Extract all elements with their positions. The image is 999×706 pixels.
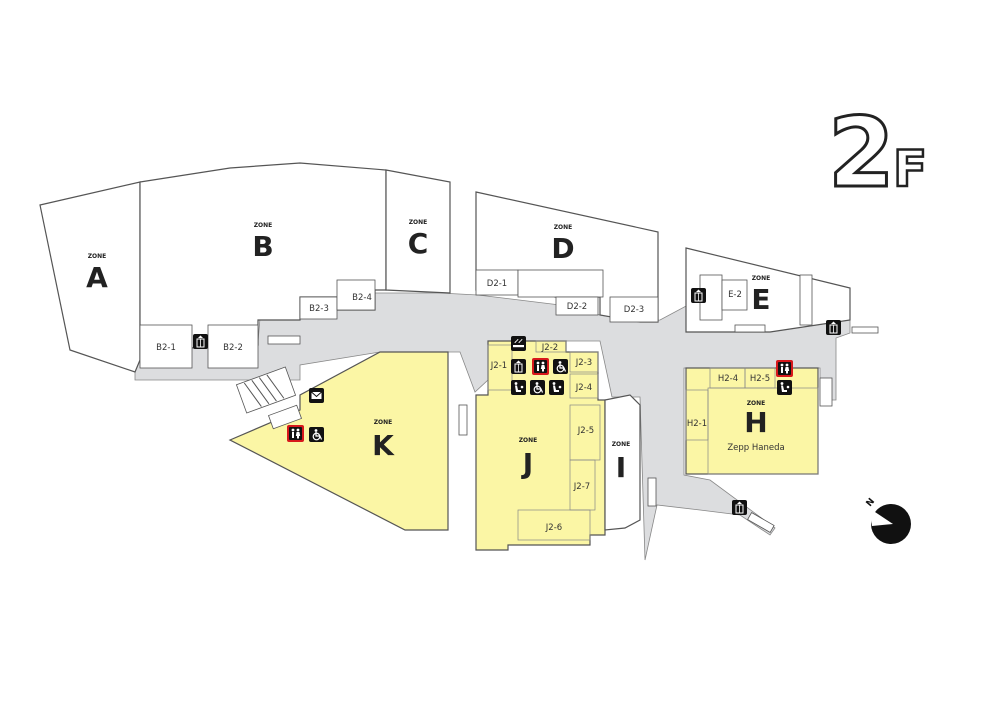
- zone-d[interactable]: [475, 191, 659, 323]
- unit-e-2[interactable]: [721, 279, 748, 311]
- elevator-icon[interactable]: [192, 333, 209, 350]
- label-h2-1: H2-1: [687, 419, 707, 429]
- unit-j2-4[interactable]: [569, 373, 599, 399]
- zone-k-letter: K: [372, 429, 395, 462]
- label-e-2: E-2: [728, 290, 742, 300]
- zone-j-letter: J: [521, 447, 533, 480]
- zepp-haneda-hall[interactable]: [707, 387, 819, 475]
- label-j2-6: J2-6: [545, 523, 562, 533]
- zone-b-caption: ZONE: [254, 222, 273, 229]
- unit-j2-6[interactable]: [517, 509, 591, 541]
- label-j2-7: J2-7: [573, 482, 590, 492]
- zone-a-caption: ZONE: [88, 253, 107, 260]
- compass: N: [865, 497, 911, 544]
- label-b2-1: B2-1: [156, 343, 176, 353]
- zone-k[interactable]: [228, 351, 449, 531]
- floor-number: 2: [828, 97, 895, 209]
- label-b2-3: B2-3: [309, 304, 329, 314]
- restroom-icon[interactable]: [776, 360, 793, 377]
- zone-labels: ZONE A ZONE B ZONE C ZONE D ZONE E ZONE …: [86, 219, 785, 484]
- label-h2-4: H2-4: [718, 374, 738, 384]
- mail-icon[interactable]: [308, 387, 325, 404]
- zone-j[interactable]: [475, 340, 606, 551]
- label-d2-3: D2-3: [624, 305, 644, 315]
- zone-i[interactable]: [604, 394, 641, 531]
- unit-b2-2[interactable]: [207, 324, 259, 369]
- zone-a[interactable]: [39, 181, 141, 373]
- label-j2-1: J2-1: [490, 361, 507, 371]
- unit-b2-4[interactable]: [336, 279, 376, 311]
- zone-c-letter: C: [408, 227, 429, 260]
- unit-d2-2[interactable]: [555, 296, 599, 316]
- venue-label: Zepp Haneda: [727, 443, 784, 453]
- unit-j2-2[interactable]: [535, 340, 567, 353]
- wheelchair-icon[interactable]: [552, 358, 569, 375]
- unit-j2-3[interactable]: [569, 351, 599, 373]
- unit-b2-1[interactable]: [139, 324, 193, 369]
- zone-e[interactable]: [685, 247, 851, 333]
- zone-i-letter: I: [616, 451, 626, 484]
- elevator-icon[interactable]: [510, 358, 527, 375]
- compass-north-label: N: [865, 497, 878, 509]
- zone-e-caption: ZONE: [752, 275, 771, 282]
- zone-j-caption: ZONE: [519, 437, 538, 444]
- wheelchair-icon[interactable]: [308, 426, 325, 443]
- zone-h-letter: H: [744, 406, 767, 439]
- label-j2-4: J2-4: [575, 383, 592, 393]
- label-j2-5: J2-5: [577, 426, 594, 436]
- zone-e-letter: E: [751, 283, 770, 316]
- zone-k-caption: ZONE: [374, 419, 393, 426]
- label-b2-2: B2-2: [223, 343, 243, 353]
- zone-h[interactable]: [685, 367, 819, 475]
- smoking-area-icon[interactable]: [510, 335, 527, 352]
- elevator-icon[interactable]: [825, 319, 842, 336]
- unit-d2-1[interactable]: [475, 269, 519, 296]
- zone-i-caption: ZONE: [612, 441, 631, 448]
- label-d2-1: D2-1: [487, 279, 507, 289]
- restroom-icon[interactable]: [287, 425, 304, 442]
- label-h2-5: H2-5: [750, 374, 770, 384]
- label-d2-2: D2-2: [567, 302, 587, 312]
- baby-care-icon[interactable]: [511, 380, 526, 395]
- label-b2-4: B2-4: [352, 293, 372, 303]
- zone-d-caption: ZONE: [554, 224, 573, 231]
- wheelchair-icon[interactable]: [529, 379, 546, 396]
- unit-labels: B2-1 B2-2 B2-3 B2-4 D2-1 D2-2 D2-3 E-2 H…: [156, 279, 770, 533]
- restroom-icon[interactable]: [532, 358, 549, 375]
- elevator-icon[interactable]: [690, 287, 707, 304]
- floor-label: 2 F: [827, 96, 929, 211]
- zone-a-letter: A: [86, 261, 108, 294]
- unit-d2-3[interactable]: [609, 296, 659, 323]
- zone-d-letter: D: [551, 232, 574, 265]
- zone-h-caption: ZONE: [747, 400, 766, 407]
- stairs: [235, 324, 879, 534]
- floor-suffix: F: [893, 140, 927, 198]
- zone-c[interactable]: [385, 169, 451, 294]
- baby-care-icon[interactable]: [549, 380, 564, 395]
- zone-b[interactable]: [139, 162, 387, 369]
- zone-c-caption: ZONE: [409, 219, 428, 226]
- zone-b-letter: B: [252, 230, 273, 263]
- baby-care-icon[interactable]: [777, 380, 792, 395]
- label-j2-3: J2-3: [575, 358, 592, 368]
- label-j2-2: J2-2: [541, 343, 558, 353]
- elevator-icon[interactable]: [731, 499, 748, 516]
